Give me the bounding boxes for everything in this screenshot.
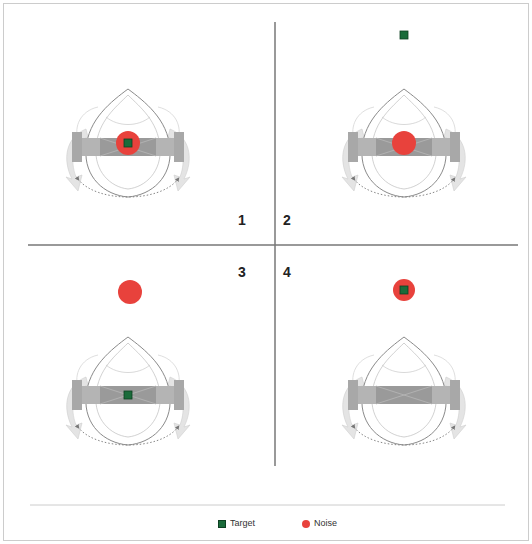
callout-number: 1 xyxy=(238,213,246,227)
callout-number: 3 xyxy=(238,265,246,279)
legend-label: Target xyxy=(230,519,255,528)
legend-swatch xyxy=(302,520,310,528)
legend-entry: Target xyxy=(218,519,255,528)
callout-number: 4 xyxy=(283,265,291,279)
legend-swatch xyxy=(218,520,226,528)
callout-number: 2 xyxy=(283,213,291,227)
legend-entry: Noise xyxy=(302,519,337,528)
legend-label: Noise xyxy=(314,519,337,528)
